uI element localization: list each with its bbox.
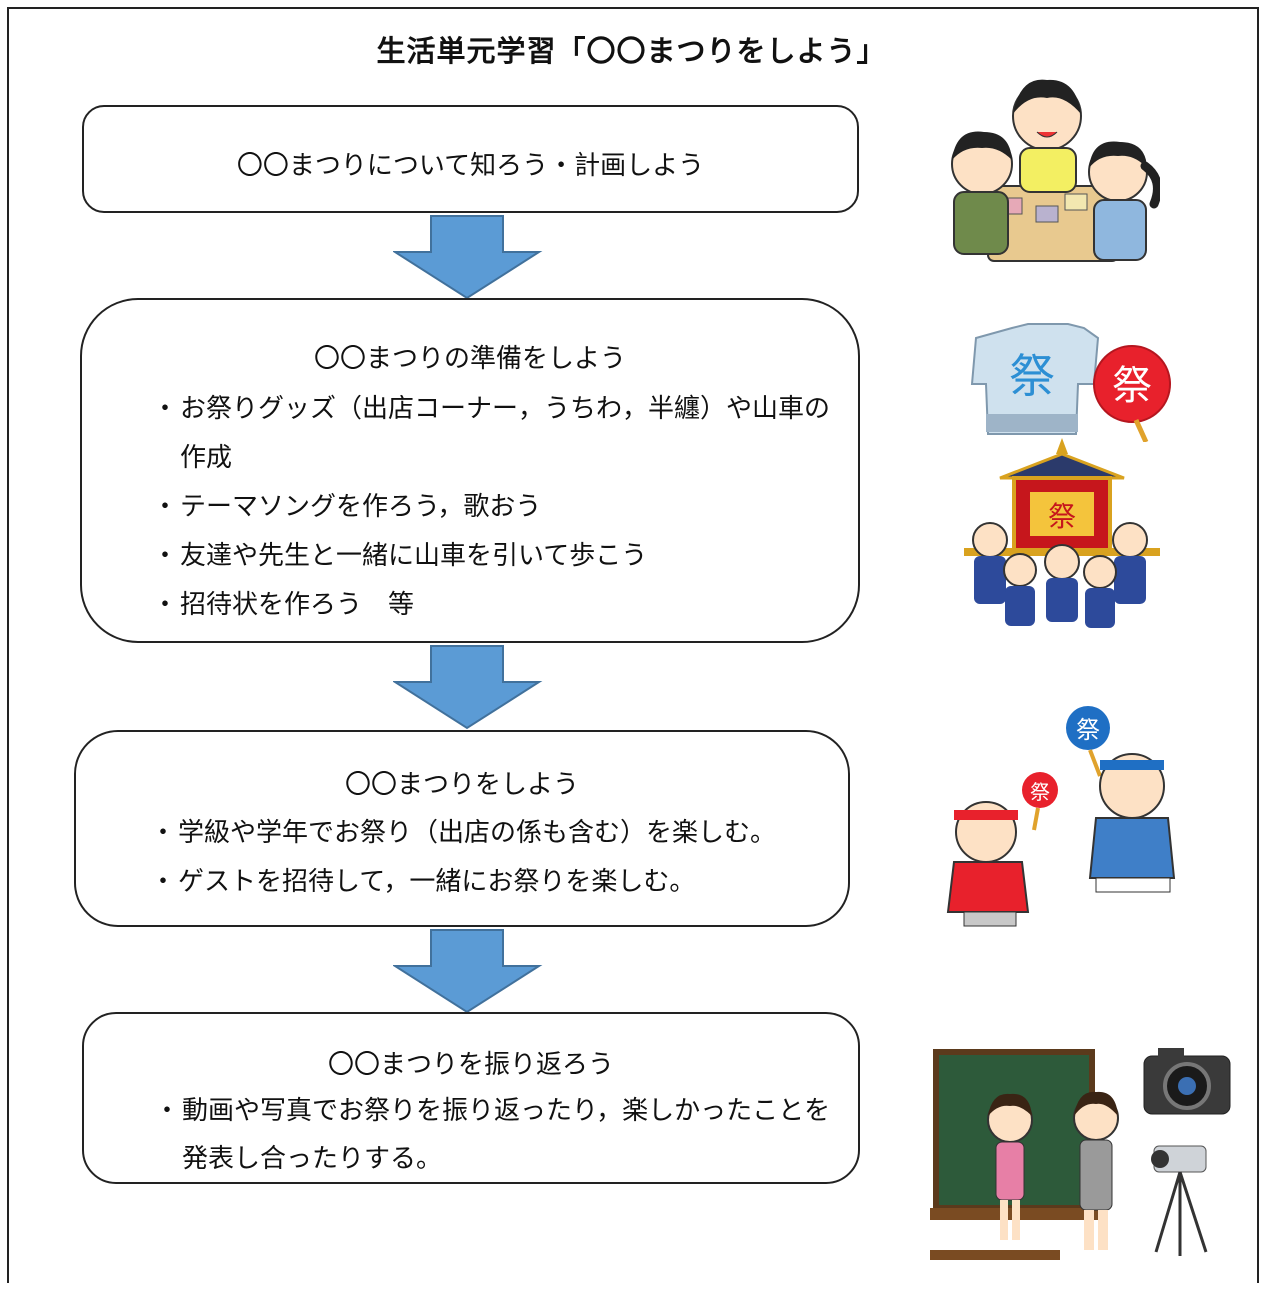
page-title: 生活単元学習「〇〇まつりをしよう」: [376, 34, 887, 68]
step-2-heading: 〇〇まつりの準備をしよう: [313, 344, 626, 374]
step-3-heading: 〇〇まつりをしよう: [344, 770, 579, 800]
list-item: ゲストを招待して，一緒にお祭りを楽しむ。: [150, 858, 848, 907]
list-item: 学級や学年でお祭り（出店の係も含む）を楽しむ。: [150, 809, 848, 858]
happi-coat-illustration: 祭 祭: [970, 323, 1171, 442]
mikoshi-illustration: 祭: [964, 438, 1160, 628]
step-1-box: 〇〇まつりについて知ろう・計画しよう: [82, 105, 859, 213]
kids-planning-illustration: [951, 79, 1160, 262]
step-4-box: 〇〇まつりを振り返ろう 動画や写真でお祭りを振り返ったり，楽しかったことを発表し…: [82, 1012, 860, 1184]
down-arrow-icon: [393, 215, 543, 300]
list-item: 動画や写真でお祭りを振り返ったり，楽しかったことを発表し合ったりする。: [154, 1087, 832, 1182]
down-arrow-icon: [393, 645, 543, 730]
step-3-list: 学級や学年でお祭り（出店の係も含む）を楽しむ。 ゲストを招待して，一緒にお祭りを…: [150, 809, 848, 907]
festival-kanji: 祭: [1112, 363, 1152, 409]
down-arrow-icon: [393, 929, 543, 1014]
festival-kids-illustration: 祭 祭: [946, 706, 1176, 927]
step-2-box: 〇〇まつりの準備をしよう お祭りグッズ（出店コーナー，うちわ，半纏）や山車の作成…: [80, 298, 860, 643]
step-4-list: 動画や写真でお祭りを振り返ったり，楽しかったことを発表し合ったりする。: [154, 1087, 832, 1182]
step-4-heading: 〇〇まつりを振り返ろう: [327, 1050, 614, 1080]
page-frame: [7, 7, 1259, 1283]
list-item: 友達や先生と一緒に山車を引いて歩こう: [152, 532, 830, 581]
festival-kanji: 祭: [1030, 780, 1050, 804]
festival-kanji: 祭: [1076, 716, 1100, 744]
list-item: お祭りグッズ（出店コーナー，うちわ，半纏）や山車の作成: [152, 385, 830, 483]
step-3-box: 〇〇まつりをしよう 学級や学年でお祭り（出店の係も含む）を楽しむ。 ゲストを招待…: [74, 730, 850, 927]
list-item: 招待状を作ろう 等: [152, 581, 830, 630]
list-item: テーマソングを作ろう，歌おう: [152, 483, 830, 532]
festival-kanji: 祭: [1048, 500, 1076, 533]
classroom-review-illustration: [930, 1048, 1231, 1260]
step-2-list: お祭りグッズ（出店コーナー，うちわ，半纏）や山車の作成 テーマソングを作ろう，歌…: [152, 385, 830, 630]
festival-kanji: 祭: [1009, 349, 1055, 403]
step-1-heading: 〇〇まつりについて知ろう・計画しよう: [236, 151, 705, 181]
